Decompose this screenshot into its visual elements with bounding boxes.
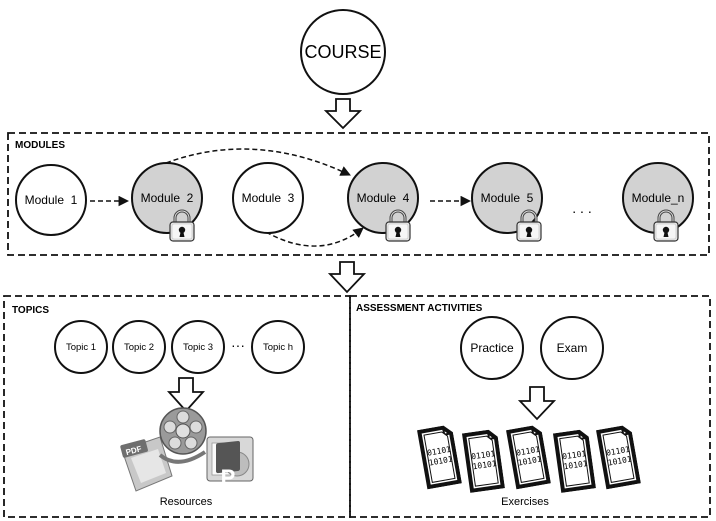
module-5-label: Module 5 xyxy=(481,191,534,205)
arrow-module2-module4 xyxy=(165,148,351,176)
topic-3-label: Topic 3 xyxy=(183,342,213,353)
arrow-module3-module4 xyxy=(265,227,364,247)
resources-label: Resources xyxy=(160,496,213,508)
topic-h: Topic h xyxy=(251,320,305,374)
topic-1: Topic 1 xyxy=(54,320,108,374)
powerpoint-icon: P xyxy=(206,436,254,490)
exercises-label: Exercises xyxy=(501,496,549,508)
module-4-label: Module 4 xyxy=(357,191,410,205)
binary-text: 01101 xyxy=(471,449,496,461)
binary-text: 10101 xyxy=(607,455,632,468)
topics-to-resources-arrow-icon xyxy=(166,377,206,413)
practice-label: Practice xyxy=(470,341,514,355)
film-reel-icon xyxy=(158,407,207,464)
topics-title: TOPICS xyxy=(12,305,49,316)
binary-text: 01101 xyxy=(515,445,540,458)
binary-text: 01101 xyxy=(562,449,587,461)
topic-3: Topic 3 xyxy=(171,320,225,374)
binary-text: 10101 xyxy=(563,459,588,471)
module-3: Module 3 xyxy=(232,162,304,234)
module-flow-arrows xyxy=(90,148,472,247)
binary-text: 10101 xyxy=(428,455,453,468)
topic-h-label: Topic h xyxy=(263,342,293,353)
module-n: Module_n xyxy=(622,162,694,242)
binary-text: 10101 xyxy=(517,455,542,468)
resources-icons: PDF P xyxy=(120,407,254,492)
modules-section: MODULES xyxy=(7,132,710,256)
svg-text:P: P xyxy=(221,465,236,490)
modules-ellipsis: . . . xyxy=(572,200,591,216)
exam-label: Exam xyxy=(557,341,588,355)
course-node: COURSE xyxy=(300,9,386,95)
topic-2: Topic 2 xyxy=(112,320,166,374)
exam-node: Exam xyxy=(540,316,604,380)
topics-ellipsis: ··· xyxy=(231,337,245,353)
module-3-label: Module 3 xyxy=(242,191,295,205)
module-n-label: Module_n xyxy=(632,191,685,205)
assessment-section: ASSESSMENT ACTIVITIES xyxy=(349,295,711,518)
assessment-title: ASSESSMENT ACTIVITIES xyxy=(356,303,483,314)
binary-text: 01101 xyxy=(426,445,451,458)
module-4: Module 4 xyxy=(347,162,419,242)
topic-2-label: Topic 2 xyxy=(124,342,154,353)
module-2-label: Module 2 xyxy=(141,191,194,205)
module-1-label: Module 1 xyxy=(25,193,78,207)
modules-to-sections-arrow-icon xyxy=(327,261,367,294)
modules-title: MODULES xyxy=(15,140,65,151)
topic-1-label: Topic 1 xyxy=(66,342,96,353)
module-5: Module 5 xyxy=(471,162,543,242)
module-1: Module 1 xyxy=(15,164,87,236)
svg-text:PDF: PDF xyxy=(125,444,143,457)
pdf-document-icon: PDF xyxy=(120,436,173,492)
course-to-modules-arrow-icon xyxy=(323,98,363,130)
binary-text: 10101 xyxy=(472,459,497,471)
binary-text: 01101 xyxy=(605,445,630,458)
module-2: Module 2 xyxy=(131,162,203,242)
course-label: COURSE xyxy=(304,42,381,62)
assessment-to-exercises-arrow-icon xyxy=(517,386,557,421)
practice-node: Practice xyxy=(460,316,524,380)
